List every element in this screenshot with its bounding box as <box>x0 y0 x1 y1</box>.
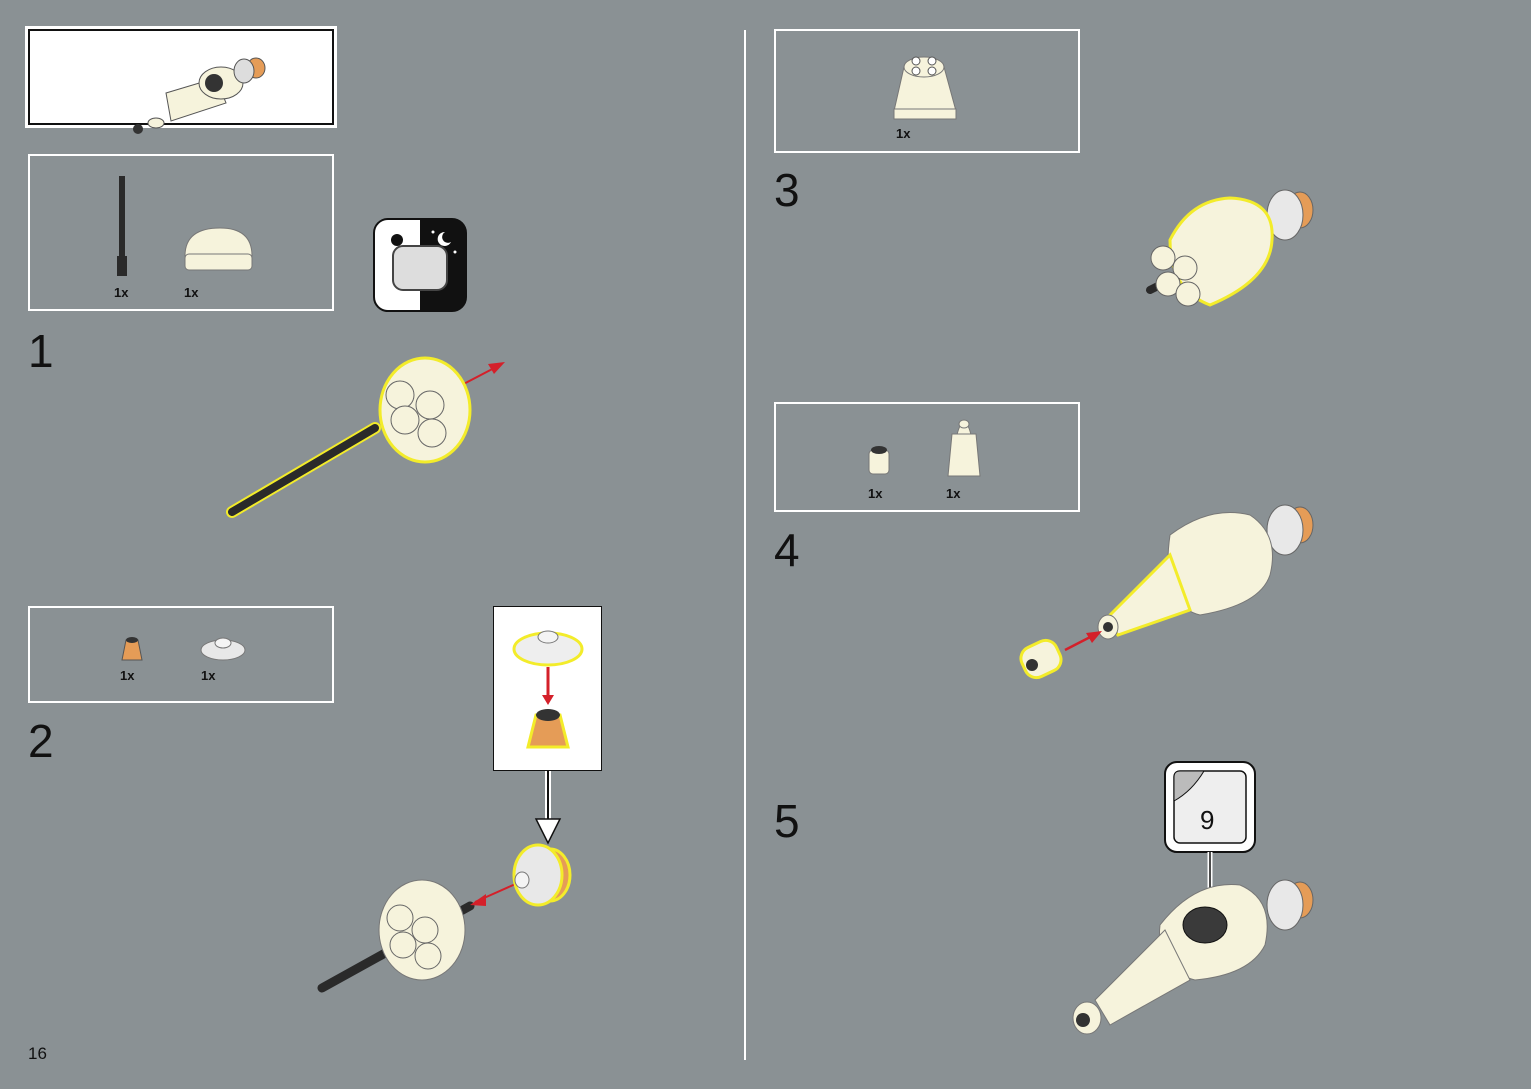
step-4-parts-box: 1x 1x <box>774 402 1080 512</box>
step-3-assembly-image <box>1146 189 1314 307</box>
callout-pointer-arrow <box>534 771 562 845</box>
step-2-parts-image <box>121 637 246 661</box>
step-3-number: 3 <box>774 164 800 216</box>
step-4-part-1-qty: 1x <box>868 486 883 501</box>
submodel-preview-box <box>25 26 337 134</box>
sticker-callout: 9 <box>1164 761 1256 853</box>
step-1-part-1-qty: 1x <box>114 285 129 300</box>
step-1-number: 1 <box>28 325 54 377</box>
step-2-number: 2 <box>28 715 54 767</box>
sticker-icon <box>1164 761 1256 853</box>
step-3-parts-image <box>893 56 957 120</box>
step-2-part-1-qty: 1x <box>120 668 135 683</box>
step-4-number: 4 <box>774 524 800 576</box>
step-1-part-2-qty: 1x <box>184 285 199 300</box>
sticker-number: 9 <box>1200 805 1215 835</box>
step-2-callout-image <box>512 630 584 749</box>
step-2-part-2-qty: 1x <box>201 668 216 683</box>
page-number: 16 <box>28 1044 47 1063</box>
step-2-assembly-image <box>317 843 572 993</box>
step-4-parts-image <box>868 419 981 477</box>
step-4-part-2-qty: 1x <box>946 486 961 501</box>
step-5-number: 5 <box>774 795 800 847</box>
step-2-callout-box <box>493 606 602 771</box>
step-1-parts-box: 1x 1x <box>28 154 334 311</box>
submodel-preview-image <box>133 57 266 134</box>
step-4-assembly-image <box>1019 504 1314 680</box>
step-5-assembly-image <box>1072 879 1314 1035</box>
step-2-parts-box: 1x 1x <box>28 606 334 703</box>
page-divider <box>744 30 746 1060</box>
glow-in-the-dark-icon <box>373 218 467 312</box>
step-1-parts-image <box>117 176 253 276</box>
step-1-assembly-image <box>226 356 505 518</box>
step-3-parts-box: 1x <box>774 29 1080 153</box>
step-3-part-1-qty: 1x <box>896 126 911 141</box>
